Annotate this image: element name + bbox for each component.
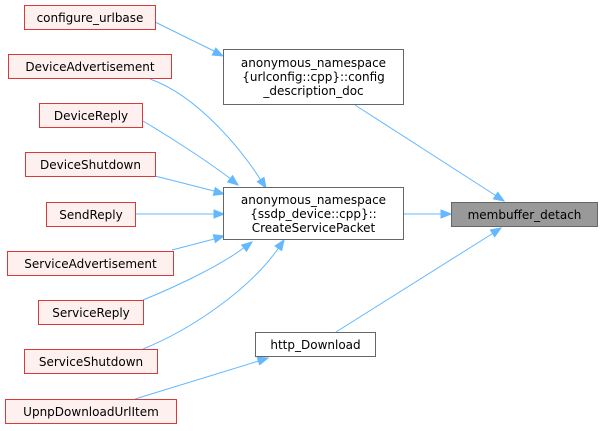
node-label: membuffer_detach xyxy=(467,207,582,222)
node-label-line-1: anonymous_namespace xyxy=(240,192,387,207)
node-label-line-3: _description_doc xyxy=(263,84,364,98)
node-label-line-1: anonymous_namespace xyxy=(240,56,387,70)
edge-config-doc-to-membuffer-detach-arrowhead xyxy=(492,191,506,202)
node-label: configure_urlbase xyxy=(36,10,144,25)
node-label: ServiceReply xyxy=(52,305,130,320)
node-label: ServiceShutdown xyxy=(38,354,144,369)
node-label: UpnpDownloadUrlItem xyxy=(23,404,159,419)
edge-config-doc-to-membuffer-detach xyxy=(354,104,499,198)
node-label: DeviceShutdown xyxy=(40,157,141,172)
edge-service-reply-to-create-packet xyxy=(142,245,247,301)
node-device-reply[interactable]: DeviceReply xyxy=(39,103,143,128)
edge-service-reply-to-create-packet-arrowhead xyxy=(240,241,254,253)
edge-device-shutdown-to-create-packet-arrowhead xyxy=(212,186,226,196)
node-label-line-2: {ssdp_device::cpp}:: xyxy=(250,206,377,221)
node-upnp-download-url-item[interactable]: UpnpDownloadUrlItem xyxy=(5,399,177,424)
node-service-advertisement[interactable]: ServiceAdvertisement xyxy=(7,251,174,276)
node-http-download[interactable]: http_Download xyxy=(255,332,376,357)
node-service-reply[interactable]: ServiceReply xyxy=(38,300,144,325)
edge-service-shutdown-to-create-packet-arrowhead xyxy=(274,238,285,252)
edge-device-reply-to-create-packet-arrowhead xyxy=(226,174,240,186)
edge-service-advertisement-to-create-packet-arrowhead xyxy=(212,234,226,244)
node-device-advertisement[interactable]: DeviceAdvertisement xyxy=(8,54,172,79)
edge-device-advertisement-to-create-packet-arrowhead xyxy=(256,176,267,190)
node-create-service-packet[interactable]: anonymous_namespace {ssdp_device::cpp}::… xyxy=(223,187,404,240)
node-label: ServiceAdvertisement xyxy=(24,256,157,271)
node-device-shutdown[interactable]: DeviceShutdown xyxy=(25,152,156,177)
node-label-line-2: {urlconfig::cpp}::config xyxy=(242,70,385,84)
edge-create-packet-to-membuffer-detach-arrowhead xyxy=(440,209,453,219)
node-service-shutdown[interactable]: ServiceShutdown xyxy=(24,349,158,374)
node-configure-urlbase[interactable]: configure_urlbase xyxy=(24,5,156,30)
edge-configure-urlbase-to-config-doc-arrowhead xyxy=(211,47,225,57)
edge-http-download-to-membuffer-detach xyxy=(335,231,496,333)
edge-http-download-to-membuffer-detach-arrowhead xyxy=(489,227,503,238)
edge-upnp-download-to-http-download xyxy=(134,359,263,400)
node-label: DeviceAdvertisement xyxy=(25,59,155,74)
edge-send-reply-to-create-packet-arrowhead xyxy=(213,209,226,219)
edge-device-advertisement-to-create-packet xyxy=(149,78,263,183)
node-label: DeviceReply xyxy=(53,108,129,123)
edge-configure-urlbase-to-config-doc xyxy=(154,21,219,54)
edge-service-advertisement-to-create-packet xyxy=(171,237,219,251)
edge-device-reply-to-create-packet xyxy=(142,120,233,181)
edge-service-shutdown-to-create-packet xyxy=(142,245,281,350)
node-label-line-3: CreateServicePacket xyxy=(251,220,376,235)
node-membuffer-detach[interactable]: membuffer_detach xyxy=(451,202,598,227)
node-config-description-doc[interactable]: anonymous_namespace {urlconfig::cpp}::co… xyxy=(223,49,404,105)
edge-device-shutdown-to-create-packet xyxy=(154,175,219,193)
edge-upnp-download-to-http-download-arrowhead xyxy=(256,356,270,366)
node-send-reply[interactable]: SendReply xyxy=(46,202,136,227)
node-label: http_Download xyxy=(270,337,361,352)
node-label: SendReply xyxy=(59,207,123,222)
